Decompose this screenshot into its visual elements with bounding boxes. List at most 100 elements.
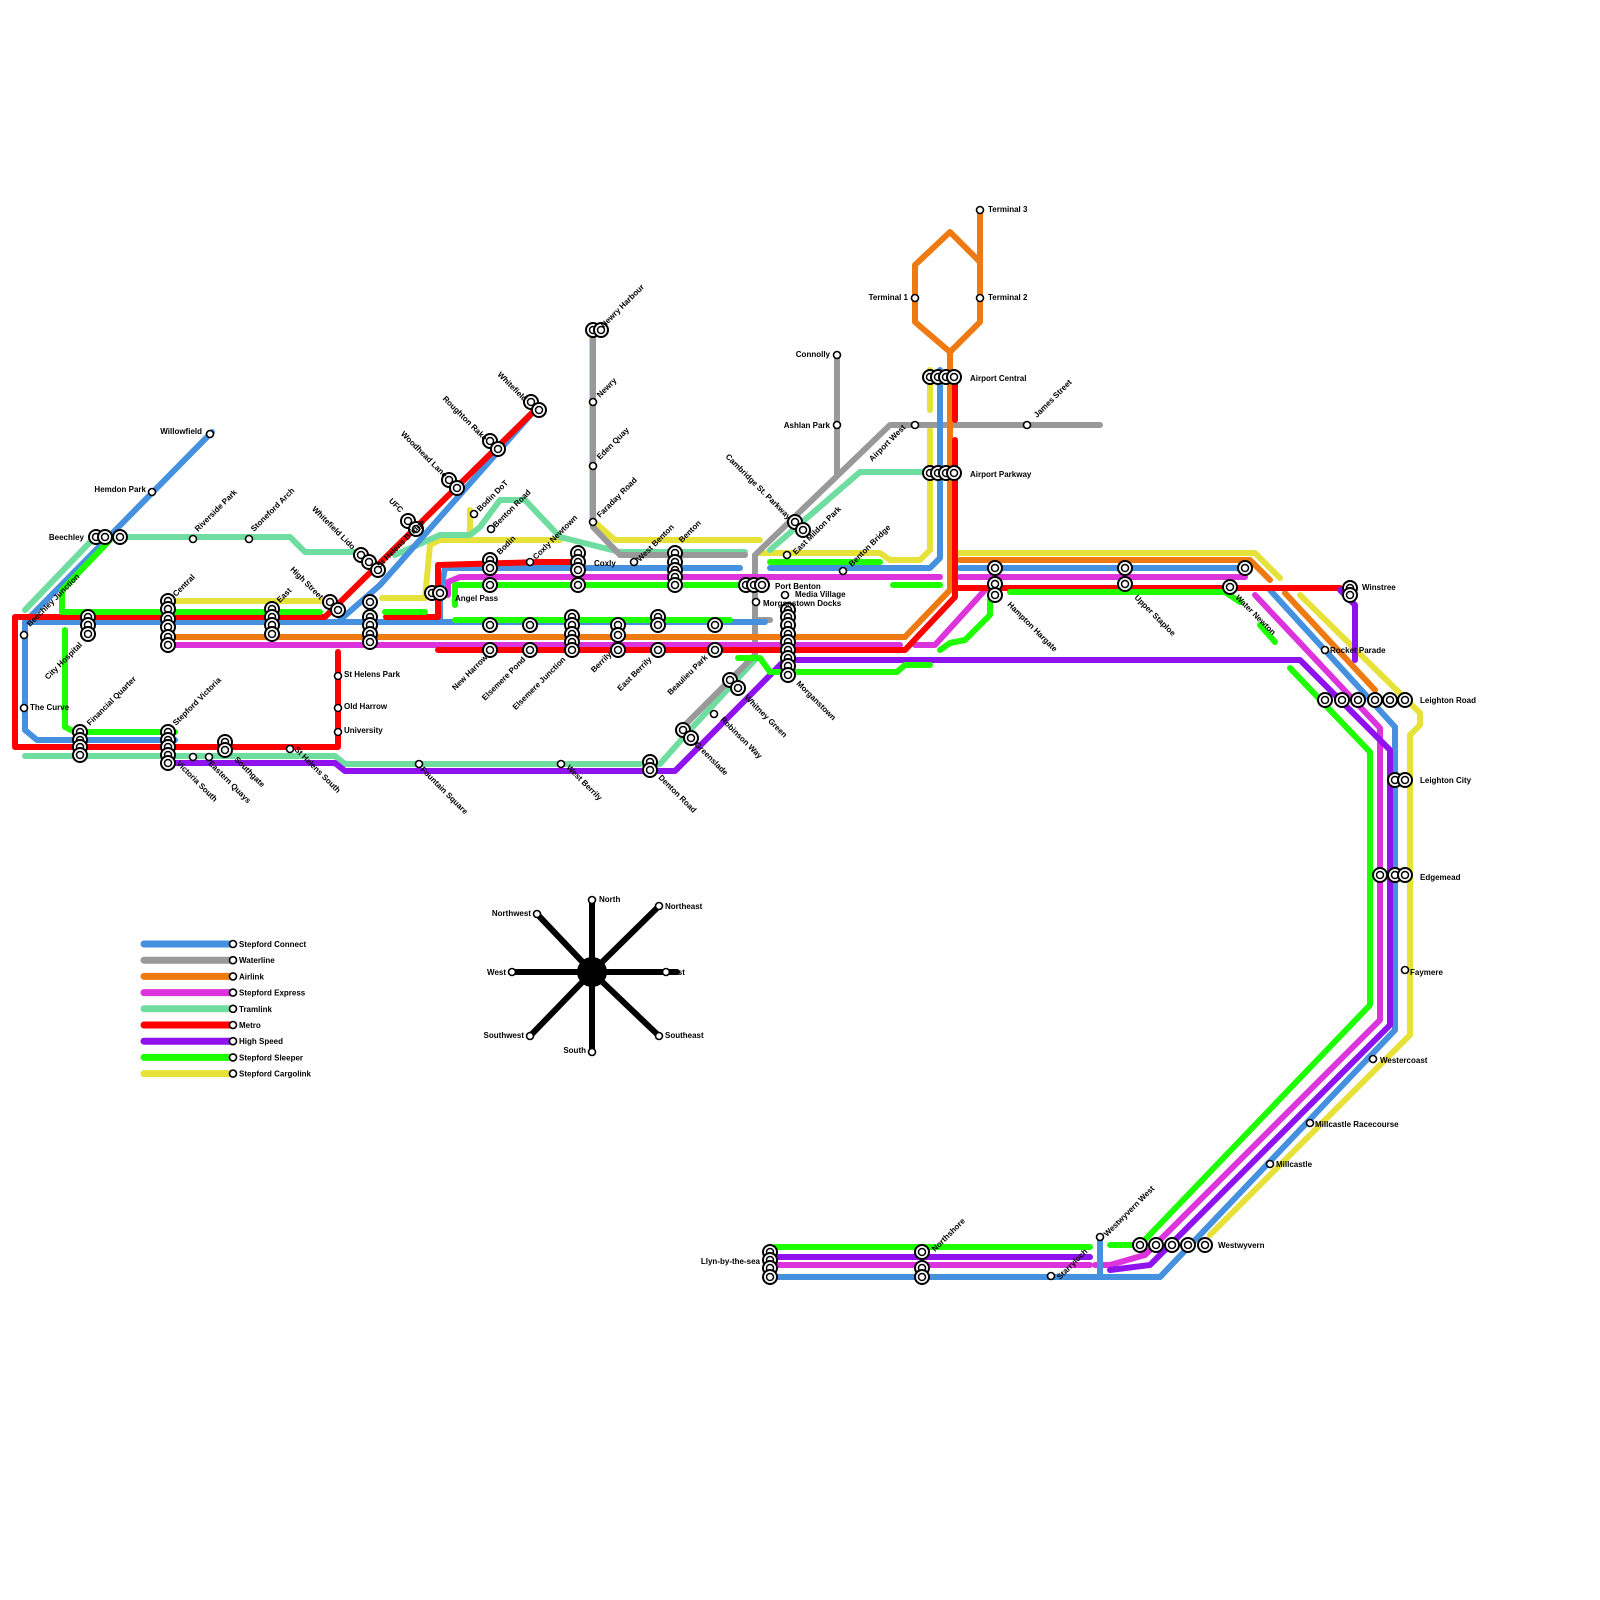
station-interchange-core [267,629,277,639]
label-whitefield-lido: Whitefield Lido [310,505,357,552]
line-airlink [172,207,1378,693]
station-stop-marker[interactable] [1046,1271,1056,1281]
label-terminal-2: Terminal 2 [988,293,1028,302]
station-stop-marker[interactable] [285,744,295,754]
line-stepford-express [172,574,1383,1268]
line-stepford-sleeper [59,537,1373,1250]
station-interchange-core [485,645,495,655]
station-stop-marker[interactable] [1368,1054,1378,1064]
station-interchange-core [485,580,495,590]
legend-label-airlink: Airlink [239,972,264,981]
station-stop-marker[interactable] [629,557,639,567]
station-interchange-core [444,475,454,485]
label-terminal-1: Terminal 1 [869,293,909,302]
station-stop-marker[interactable] [486,524,496,534]
label-greenslade: Greenslade [693,740,731,778]
station-stop-marker[interactable] [1320,645,1330,655]
label-morganstown-docks: Morganstown Docks [763,599,842,608]
line-high-speed [172,587,1393,1273]
station-stop-marker[interactable] [333,727,343,737]
label-leighton-road: Leighton Road [1420,696,1476,705]
station-interchange-core [790,517,800,527]
label-riverside-park: Riverside Park [193,487,239,533]
station-stop-marker[interactable] [588,461,598,471]
station-stop-marker[interactable] [1265,1159,1275,1169]
legend-marker [228,1036,238,1046]
station-interchange-core [365,637,375,647]
compass-southeast: Southeast [665,1031,704,1040]
legend: Stepford ConnectWaterlineAirlinkStepford… [140,939,312,1079]
station-stop-marker[interactable] [832,350,842,360]
label-airport-parkway: Airport Parkway [970,470,1032,479]
station-interchange-core [1225,582,1235,592]
station-interchange-core [686,733,696,743]
compass-north: North [599,895,620,904]
station-stop-marker[interactable] [244,534,254,544]
station-interchange-core [725,675,735,685]
station-stop-marker[interactable] [1095,1232,1105,1242]
label-eden-quay: Eden Quay [595,425,631,461]
station-interchange-core [670,580,680,590]
station-stop-marker[interactable] [588,397,598,407]
station-interchange-core [1400,870,1410,880]
station-interchange-core [678,725,688,735]
station-stop-marker[interactable] [780,590,790,600]
station-stop-marker[interactable] [333,671,343,681]
station-interchange-core [115,532,125,542]
station-stop-marker[interactable] [188,534,198,544]
station-stop-marker[interactable] [19,630,29,640]
label-faymere: Faymere [1410,968,1443,977]
legend-label-stepford-express: Stepford Express [239,989,306,998]
station-stop-marker[interactable] [910,293,920,303]
station-interchange-core [485,620,495,630]
station-interchange-core [1167,1240,1177,1250]
label-financial-quarter: Financial Quarter [85,675,138,728]
label-hemdon-park: Hemdon Park [94,485,146,494]
legend-marker [228,1053,238,1062]
compass-center [577,957,607,987]
station-interchange-core [1345,590,1355,600]
station-interchange-core [452,483,462,493]
label-rocket-parade: Rocket Parade [1330,646,1386,655]
station-interchange-core [356,550,366,560]
station-interchange-core [83,629,93,639]
station-stop-marker[interactable] [525,557,535,567]
station-stop-marker[interactable] [838,566,848,576]
station-stop-marker[interactable] [751,597,761,607]
compass-east: East [668,968,685,977]
station-interchange-core [1385,695,1395,705]
legend-label-tramlink: Tramlink [239,1005,272,1014]
station-stop-marker[interactable] [975,205,985,215]
station-stop-marker[interactable] [147,487,157,497]
station-stop-marker[interactable] [205,429,215,439]
station-stop-marker[interactable] [19,703,29,713]
label-westercoast: Westercoast [1380,1056,1428,1065]
station-interchange-core [990,579,1000,589]
station-interchange-core [1151,1240,1161,1250]
station-stop-marker[interactable] [588,517,598,527]
label-millcastle-racecourse: Millcastle Racecourse [1315,1120,1399,1129]
station-stop-marker[interactable] [188,752,198,762]
station-stop-marker[interactable] [782,550,792,560]
station-stop-marker[interactable] [1022,420,1032,430]
legend-marker [228,955,238,965]
station-stop-marker[interactable] [832,420,842,430]
station-stop-marker[interactable] [469,509,479,519]
station-interchange-core [757,580,767,590]
label-central: Central [171,573,197,599]
station-stop-marker[interactable] [1400,965,1410,975]
station-stop-marker[interactable] [1305,1118,1315,1128]
station-stop-marker[interactable] [709,709,719,719]
station-stop-marker[interactable] [414,759,424,769]
station-stop-marker[interactable] [975,293,985,303]
label-upper-staploe: Upper Staploe [1133,593,1178,638]
station-stop-marker[interactable] [333,703,343,713]
station-stop-marker[interactable] [910,420,920,430]
station-interchange-core [949,372,959,382]
label-ashlan-park: Ashlan Park [784,421,831,430]
station-stop-marker[interactable] [556,759,566,769]
compass-rose: North Northeast East Southeast South Sou… [484,895,704,1057]
legend-label-waterline: Waterline [239,956,275,965]
compass-south: South [563,1046,586,1055]
station-stop-marker[interactable] [204,752,214,762]
